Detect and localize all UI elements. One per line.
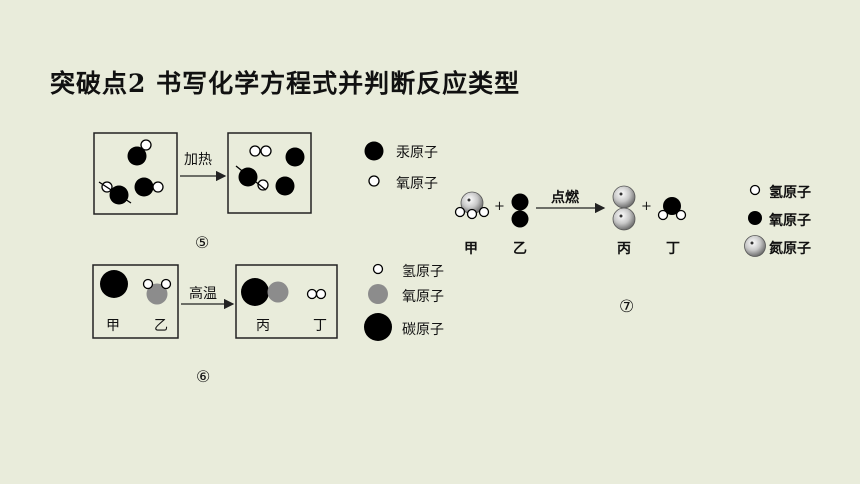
mercury-atom — [127, 146, 147, 166]
product-box-6 — [235, 264, 338, 339]
legend-label-mercury: 汞原子 — [396, 145, 438, 161]
hatch-line — [98, 181, 132, 204]
species-jia-7: 甲 — [464, 241, 478, 257]
hydrogen-atom — [466, 208, 478, 220]
hydrogen-atom — [478, 206, 490, 218]
legend-nitrogen-atom — [744, 235, 766, 257]
oxygen-atom — [249, 145, 261, 157]
species-ding-7: 丁 — [666, 241, 680, 257]
legend-label-carbon: 碳原子 — [402, 322, 444, 338]
reaction-5 — [93, 132, 384, 215]
reaction-number-7: ⑦ — [619, 297, 635, 317]
species-jia-6: 甲 — [106, 318, 120, 334]
species-yi-7: 乙 — [513, 241, 527, 257]
hydrogen-atom — [142, 278, 154, 290]
reaction-number-6: ⑥ — [196, 367, 211, 386]
species-bing-7: 丙 — [617, 241, 631, 257]
hatch-line — [235, 165, 267, 191]
mercury-atom — [134, 177, 154, 197]
species-bing-6: 丙 — [256, 318, 270, 334]
hydrogen-atom — [454, 206, 466, 218]
reactant-box-6 — [92, 264, 179, 339]
hydrogen-atom — [657, 209, 669, 221]
oxygen-atom — [140, 139, 152, 151]
oxygen-atom — [511, 210, 529, 228]
legend-label-oxygen-7: 氧原子 — [769, 213, 811, 229]
legend-carbon-atom — [364, 313, 392, 341]
carbon-atom — [241, 278, 269, 306]
carbon-atom — [100, 270, 128, 298]
plus-sign-1: + — [494, 199, 505, 214]
oxygen-atom — [260, 145, 272, 157]
condition-label-7: 点燃 — [551, 190, 579, 206]
reaction-7 — [454, 184, 766, 257]
reaction-number-5: ⑤ — [195, 233, 210, 252]
condition-label-6: 高温 — [189, 286, 217, 302]
mercury-atom — [285, 147, 305, 167]
mercury-atom — [275, 176, 295, 196]
reactant-box-5 — [93, 132, 178, 215]
hydrogen-atom — [160, 278, 172, 290]
oxygen-atom-gray — [267, 281, 289, 303]
legend-label-hydrogen-6: 氢原子 — [402, 264, 444, 280]
legend-label-oxygen-5: 氧原子 — [396, 176, 438, 192]
hydrogen-atom — [306, 288, 318, 300]
oxygen-atom — [257, 179, 269, 191]
hydrogen-atom — [675, 209, 687, 221]
reaction-6 — [92, 263, 392, 341]
hydrogen-atom — [315, 288, 327, 300]
product-box-5 — [227, 132, 312, 214]
legend-oxygen-atom — [368, 175, 380, 187]
legend-label-oxygen-6: 氧原子 — [402, 289, 444, 305]
species-ding-6: 丁 — [313, 318, 327, 334]
oxygen-atom-gray — [146, 283, 168, 305]
legend-oxygen-atom — [368, 284, 388, 304]
legend-oxygen-atom — [748, 211, 762, 225]
plus-sign-2: + — [641, 199, 652, 214]
legend-label-nitrogen: 氮原子 — [769, 241, 811, 257]
nitrogen-atom — [612, 185, 636, 209]
legend-mercury-atom — [364, 141, 384, 161]
legend-hydrogen-atom — [749, 184, 761, 196]
condition-label-5: 加热 — [184, 152, 212, 168]
oxygen-atom — [663, 197, 681, 215]
oxygen-atom — [511, 193, 529, 211]
nitrogen-atom — [612, 207, 636, 231]
legend-label-hydrogen-7: 氢原子 — [769, 185, 811, 201]
species-yi-6: 乙 — [154, 318, 168, 334]
oxygen-atom — [152, 181, 164, 193]
page-title: 突破点2 书写化学方程式并判断反应类型 — [50, 69, 521, 98]
legend-hydrogen-atom — [372, 263, 384, 275]
